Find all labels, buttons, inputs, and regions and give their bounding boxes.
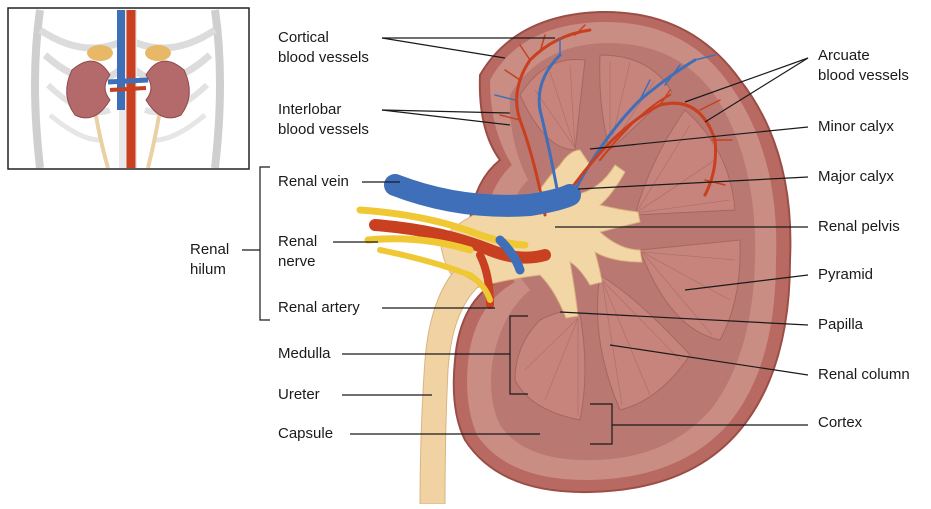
kidney-section bbox=[360, 12, 790, 504]
label-renal-column: Renal column bbox=[818, 365, 910, 385]
label-minor-calyx: Minor calyx bbox=[818, 117, 894, 137]
label-interlobar-blood-vessels: Interlobar blood vessels bbox=[278, 100, 369, 140]
label-renal-pelvis: Renal pelvis bbox=[818, 217, 900, 237]
label-renal-nerve: Renal nerve bbox=[278, 232, 317, 272]
label-pyramid: Pyramid bbox=[818, 265, 873, 285]
label-cortex: Cortex bbox=[818, 413, 862, 433]
torso-inset bbox=[8, 8, 249, 170]
label-renal-hilum: Renal hilum bbox=[190, 240, 229, 280]
label-papilla: Papilla bbox=[818, 315, 863, 335]
label-renal-vein: Renal vein bbox=[278, 172, 349, 192]
label-ureter: Ureter bbox=[278, 385, 320, 405]
label-arcuate-blood-vessels: Arcuate blood vessels bbox=[818, 46, 909, 86]
label-medulla: Medulla bbox=[278, 344, 331, 364]
label-capsule: Capsule bbox=[278, 424, 333, 444]
label-cortical-blood-vessels: Cortical blood vessels bbox=[278, 28, 369, 68]
label-major-calyx: Major calyx bbox=[818, 167, 894, 187]
label-renal-artery: Renal artery bbox=[278, 298, 360, 318]
